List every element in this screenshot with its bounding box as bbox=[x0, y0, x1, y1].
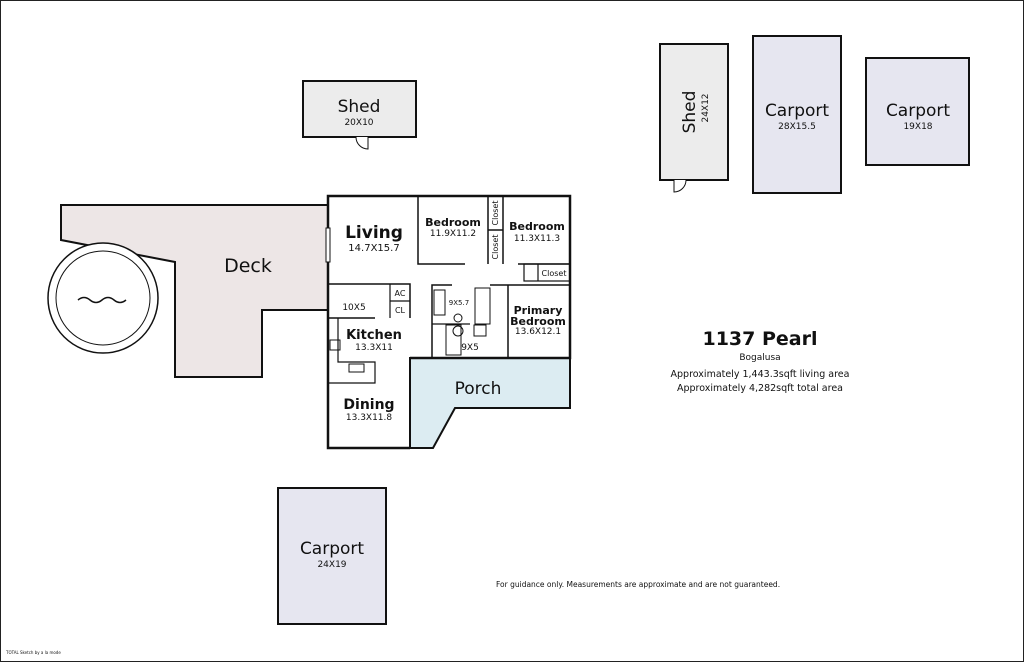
total-area: Approximately 4,282sqft total area bbox=[677, 383, 843, 394]
property-city: Bogalusa bbox=[739, 353, 781, 363]
carport-2-shape bbox=[865, 57, 970, 166]
property-title: 1137 Pearl bbox=[702, 328, 818, 350]
bedroom2-label: Bedroom bbox=[509, 220, 565, 233]
carport-1-label: Carport bbox=[765, 101, 829, 121]
primary-label: Primary bbox=[514, 304, 563, 317]
closet-label: Closet bbox=[491, 201, 500, 226]
carport-1-dim: 28X15.5 bbox=[778, 122, 816, 132]
bedroom1-dim: 11.9X11.2 bbox=[430, 229, 476, 239]
carport-3-shape bbox=[277, 487, 387, 625]
primary-label-2: Bedroom bbox=[510, 315, 566, 328]
dining-dim: 13.3X11.8 bbox=[346, 413, 393, 423]
primary-dim: 13.6X12.1 bbox=[515, 327, 561, 337]
kitchen-dim: 13.3X11 bbox=[355, 343, 393, 353]
shed-left-dim: 20X10 bbox=[344, 118, 373, 128]
door-icon bbox=[355, 136, 369, 150]
kitchen-label: Kitchen bbox=[346, 328, 402, 343]
porch-label: Porch bbox=[455, 379, 502, 399]
bedroom2-dim: 11.3X11.3 bbox=[514, 234, 560, 244]
room-labels: Living 14.7X15.7 Bedroom 11.9X11.2 Bedro… bbox=[342, 201, 566, 423]
closet-label: Closet bbox=[542, 269, 567, 278]
porch-shape bbox=[409, 357, 571, 449]
carport-2-dim: 19X18 bbox=[903, 122, 932, 132]
laundry-dim: 10X5 bbox=[342, 303, 365, 313]
door-icon bbox=[673, 179, 687, 193]
bath1-dim: 9X5.7 bbox=[449, 299, 469, 307]
shed-right-shape bbox=[659, 43, 729, 181]
credit: TOTAL Sketch by a la mode bbox=[6, 650, 61, 655]
living-area: Approximately 1,443.3sqft living area bbox=[670, 369, 850, 380]
shed-right-label: Shed bbox=[680, 91, 700, 134]
shed-right-dim: 24X12 bbox=[701, 93, 711, 122]
dining-label: Dining bbox=[343, 397, 394, 413]
ac-label: AC bbox=[395, 289, 406, 298]
living-dim: 14.7X15.7 bbox=[348, 243, 399, 254]
property-info: 1137 Pearl Bogalusa Approximately 1,443.… bbox=[640, 328, 880, 394]
cl-label: CL bbox=[395, 306, 406, 315]
pool-icon bbox=[47, 242, 159, 354]
closet-label: Closet bbox=[491, 235, 500, 260]
disclaimer: For guidance only. Measurements are appr… bbox=[496, 580, 781, 589]
carport-1-shape bbox=[752, 35, 842, 194]
carport-3-label: Carport bbox=[300, 539, 364, 559]
bath2-dim: 9X5 bbox=[461, 343, 479, 353]
carport-2-label: Carport bbox=[886, 101, 950, 121]
bedroom1-label: Bedroom bbox=[425, 216, 481, 229]
living-label: Living bbox=[345, 223, 403, 243]
shed-left-label: Shed bbox=[338, 97, 381, 117]
carport-3-dim: 24X19 bbox=[317, 560, 346, 570]
house-walls bbox=[325, 194, 572, 450]
deck-label: Deck bbox=[224, 255, 272, 277]
